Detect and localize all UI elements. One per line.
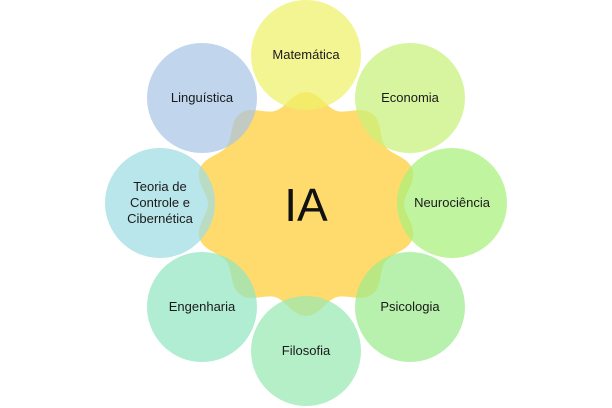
node-label-teoria-controle-line-3: Cibernética <box>127 211 194 226</box>
node-circle-teoria-controle <box>105 148 215 258</box>
node-label-filosofia: Filosofia <box>282 343 331 358</box>
node-label-neurociencia: Neurociência <box>414 195 491 210</box>
node-circle-psicologia <box>355 252 465 362</box>
node-circle-neurociencia <box>397 148 507 258</box>
node-circle-linguistica <box>147 43 257 153</box>
node-circle-matematica <box>251 0 361 110</box>
node-label-psicologia: Psicologia <box>380 299 440 314</box>
center-shape <box>198 92 414 316</box>
node-circle-economia <box>355 43 465 153</box>
node-circle-filosofia <box>251 296 361 406</box>
node-label-teoria-controle-line-2: Controle e <box>130 195 190 210</box>
node-label-teoria-controle-line-1: Teoria de <box>133 179 186 194</box>
node-label-engenharia: Engenharia <box>169 299 236 314</box>
node-circle-engenharia <box>147 252 257 362</box>
node-label-linguistica: Linguística <box>171 90 234 105</box>
node-label-economia: Economia <box>381 90 440 105</box>
node-label-matematica: Matemática <box>272 47 340 62</box>
center-label: IA <box>284 179 328 231</box>
